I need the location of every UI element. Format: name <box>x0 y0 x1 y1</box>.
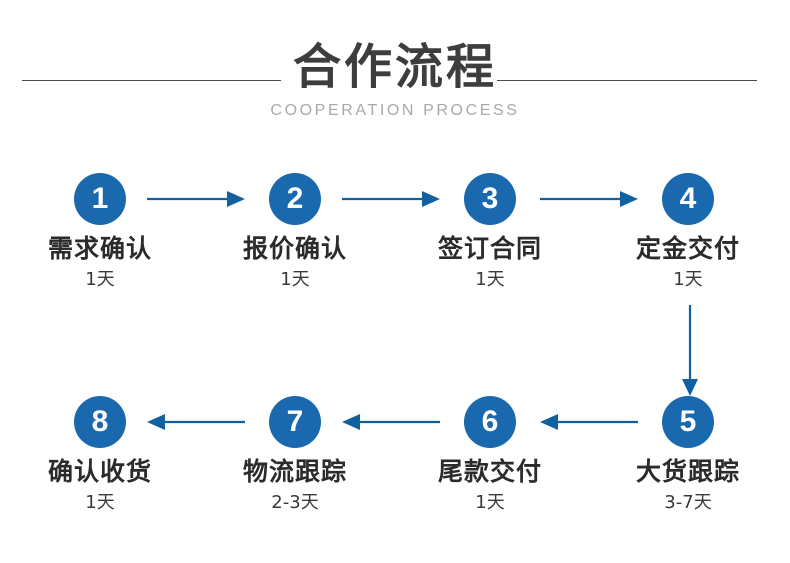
step-6[interactable]: 6 尾款交付 1天 <box>410 396 570 514</box>
step-8-number: 8 <box>74 396 126 448</box>
step-4-label: 定金交付 <box>635 234 740 263</box>
step-6-days: 1天 <box>475 492 505 513</box>
step-2[interactable]: 2 报价确认 1天 <box>215 173 375 291</box>
arrow-4-to-5 <box>679 303 701 398</box>
step-7-days: 2-3天 <box>271 492 319 513</box>
step-4-days: 1天 <box>673 269 703 290</box>
step-2-days: 1天 <box>280 269 310 290</box>
step-3-number: 3 <box>464 173 516 225</box>
step-1[interactable]: 1 需求确认 1天 <box>20 173 180 291</box>
page-subtitle: COOPERATION PROCESS <box>270 102 520 119</box>
step-3-days: 1天 <box>475 269 505 290</box>
step-7[interactable]: 7 物流跟踪 2-3天 <box>215 396 375 514</box>
page-title: 合作流程 <box>292 39 497 95</box>
step-7-label: 物流跟踪 <box>242 457 347 486</box>
arrow-6-to-7 <box>340 411 442 433</box>
arrow-3-to-4 <box>538 188 640 210</box>
arrow-1-to-2 <box>145 188 247 210</box>
step-6-label: 尾款交付 <box>437 457 542 486</box>
step-5[interactable]: 5 大货跟踪 3-7天 <box>608 396 768 514</box>
step-8-days: 1天 <box>85 492 115 513</box>
step-6-number: 6 <box>464 396 516 448</box>
step-1-days: 1天 <box>85 269 115 290</box>
title-row: 合作流程 <box>0 38 790 96</box>
step-3[interactable]: 3 签订合同 1天 <box>410 173 570 291</box>
header: 合作流程 COOPERATION PROCESS <box>0 38 790 120</box>
step-4[interactable]: 4 定金交付 1天 <box>608 173 768 291</box>
step-4-number: 4 <box>662 173 714 225</box>
arrow-7-to-8 <box>145 411 247 433</box>
title-rule-right <box>497 80 757 81</box>
step-5-days: 3-7天 <box>664 492 712 513</box>
step-8-label: 确认收货 <box>47 457 152 486</box>
title-rule-left <box>22 80 281 81</box>
step-5-number: 5 <box>662 396 714 448</box>
step-1-number: 1 <box>74 173 126 225</box>
arrow-2-to-3 <box>340 188 442 210</box>
arrow-5-to-6 <box>538 411 640 433</box>
step-7-number: 7 <box>269 396 321 448</box>
step-5-label: 大货跟踪 <box>635 457 740 486</box>
step-1-label: 需求确认 <box>47 234 152 263</box>
step-3-label: 签订合同 <box>437 234 542 263</box>
step-2-label: 报价确认 <box>242 234 347 263</box>
step-8[interactable]: 8 确认收货 1天 <box>20 396 180 514</box>
step-2-number: 2 <box>269 173 321 225</box>
